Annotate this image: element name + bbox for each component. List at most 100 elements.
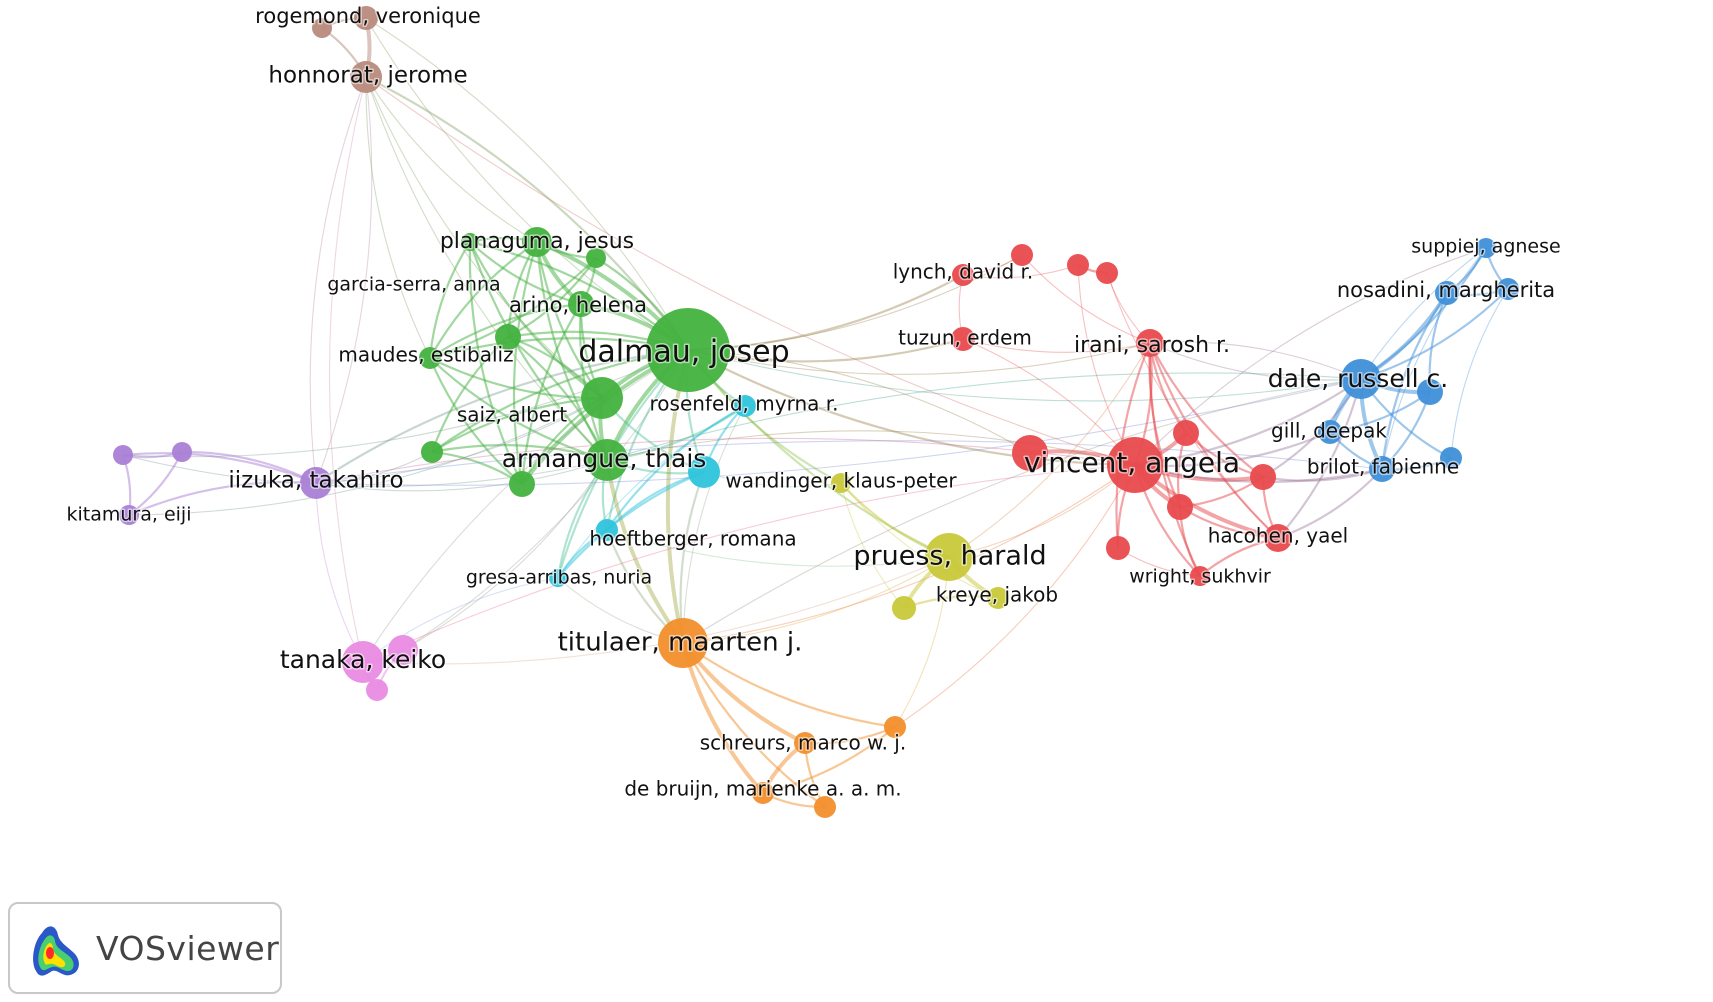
node-dale[interactable]: [1341, 359, 1381, 399]
node-hoeftberger[interactable]: [596, 519, 618, 541]
node-g_c[interactable]: [509, 471, 535, 497]
node-label-gill[interactable]: gill, deepak: [1270, 417, 1389, 444]
node-r_d[interactable]: [1012, 435, 1048, 471]
node-r_e[interactable]: [1173, 420, 1199, 446]
node-label-honnorat[interactable]: honnorat, jerome: [267, 61, 469, 90]
node-wandinger[interactable]: [831, 473, 851, 493]
node-label-kreye[interactable]: kreye, jakob: [934, 581, 1059, 608]
node-brilot[interactable]: [1369, 456, 1395, 482]
node-r_c[interactable]: [1096, 262, 1118, 284]
node-r_h[interactable]: [1106, 536, 1130, 560]
node-label-vincent[interactable]: vincent, angela: [1022, 445, 1241, 481]
node-label-gresa[interactable]: gresa-arribas, nuria: [464, 565, 653, 590]
node-saiz[interactable]: [581, 377, 623, 419]
node-r_a[interactable]: [1011, 244, 1033, 266]
node-suppiej[interactable]: [1476, 238, 1496, 258]
node-label-kitamura[interactable]: kitamura, eiji: [65, 502, 193, 527]
node-label-lynch[interactable]: lynch, david r.: [891, 258, 1035, 285]
node-gresa[interactable]: [549, 569, 567, 587]
node-kitamura[interactable]: [119, 505, 139, 525]
link-debruijn-o_b: [762, 726, 896, 795]
node-g_d[interactable]: [421, 441, 443, 463]
node-schreurs[interactable]: [794, 732, 816, 754]
node-vincent[interactable]: [1107, 437, 1163, 493]
node-maudes[interactable]: [419, 347, 441, 369]
node-b_a[interactable]: [312, 18, 332, 38]
node-label-debruijn[interactable]: de bruijn, marienke a. a. m.: [623, 775, 903, 802]
node-label-wandinger[interactable]: wandinger, klaus-peter: [724, 467, 959, 494]
node-nosadini[interactable]: [1435, 281, 1459, 305]
node-g_b[interactable]: [586, 248, 606, 268]
link-planaguma-maudes: [429, 241, 538, 359]
link-dalmau-tanaka: [362, 349, 689, 663]
node-arino[interactable]: [568, 291, 594, 317]
link-rosenfeld-hoeftberger: [606, 405, 746, 531]
link-arino-g_c: [520, 303, 582, 485]
node-label-rogemond[interactable]: rogemond, veronique: [254, 3, 483, 30]
node-r_b[interactable]: [1067, 254, 1089, 276]
node-o_a[interactable]: [814, 796, 836, 818]
link-wandinger-y_a: [840, 482, 905, 609]
node-label-nosadini[interactable]: nosadini, margherita: [1335, 277, 1556, 304]
node-label-wright[interactable]: wright, sukhvir: [1128, 564, 1273, 589]
node-kreye[interactable]: [987, 587, 1009, 609]
node-pruess[interactable]: [925, 533, 973, 581]
node-label-rosenfeld[interactable]: rosenfeld, myrna r.: [648, 390, 840, 417]
node-irani[interactable]: [1136, 329, 1164, 357]
node-titulaer[interactable]: [658, 618, 708, 668]
node-iizuka[interactable]: [300, 467, 332, 499]
node-rogemond[interactable]: [354, 6, 378, 30]
node-k_b[interactable]: [366, 679, 388, 701]
node-bl_a[interactable]: [1497, 278, 1519, 300]
node-label-tanaka[interactable]: tanaka, keiko: [278, 644, 447, 676]
link-hacohen-dale: [1277, 378, 1363, 539]
node-tuzun[interactable]: [951, 327, 975, 351]
node-y_a[interactable]: [892, 596, 916, 620]
node-label-dale[interactable]: dale, russell c.: [1266, 363, 1450, 395]
node-label-suppiej[interactable]: suppiej, agnese: [1410, 234, 1562, 259]
node-garcia[interactable]: [461, 233, 479, 251]
node-p_b[interactable]: [172, 442, 192, 462]
node-rosenfeld[interactable]: [734, 395, 756, 417]
node-label-hoeftberger[interactable]: hoeftberger, romana: [588, 525, 798, 552]
node-wright[interactable]: [1190, 566, 1210, 586]
node-p_a[interactable]: [113, 445, 133, 465]
node-label-dalmau[interactable]: dalmau, josep: [577, 333, 791, 371]
node-hacohen[interactable]: [1264, 524, 1292, 552]
node-label-armangue[interactable]: armangue, thais: [500, 443, 708, 475]
node-o_b[interactable]: [884, 716, 906, 738]
node-gill[interactable]: [1318, 420, 1342, 444]
node-debruijn[interactable]: [752, 782, 774, 804]
node-label-planaguma[interactable]: planaguma, jesus: [438, 228, 635, 256]
node-label-saiz[interactable]: saiz, albert: [455, 401, 568, 428]
link-iizuka-kitamura: [128, 480, 317, 517]
node-label-tuzun[interactable]: tuzun, erdem: [897, 324, 1034, 351]
node-label-brilot[interactable]: brilot, fabienne: [1305, 453, 1460, 480]
node-dalmau[interactable]: [646, 308, 730, 392]
link-titulaer-vincent: [682, 464, 1136, 644]
node-g_a[interactable]: [495, 324, 521, 350]
node-honnorat[interactable]: [350, 61, 382, 93]
link-garcia-saiz: [469, 241, 603, 399]
node-bl_b[interactable]: [1417, 379, 1443, 405]
node-label-maudes[interactable]: maudes, estibaliz: [337, 341, 515, 368]
node-lynch[interactable]: [952, 264, 974, 286]
node-tanaka[interactable]: [342, 641, 384, 683]
node-c_a[interactable]: [688, 456, 720, 488]
node-armangue[interactable]: [586, 439, 628, 481]
node-label-arino[interactable]: arino, helena: [507, 292, 648, 319]
node-label-titulaer[interactable]: titulaer, maarten j.: [556, 626, 804, 659]
node-label-schreurs[interactable]: schreurs, marco w. j.: [698, 729, 907, 756]
node-label-irani[interactable]: irani, sarosh r.: [1072, 332, 1231, 360]
node-label-pruess[interactable]: pruess, harald: [852, 539, 1048, 573]
node-r_g[interactable]: [1250, 464, 1276, 490]
node-label-garcia[interactable]: garcia-serra, anna: [326, 272, 502, 297]
node-label-iizuka[interactable]: iizuka, takahiro: [227, 466, 405, 495]
node-planaguma[interactable]: [522, 227, 552, 257]
link-k_a-dalmau: [402, 349, 689, 651]
node-r_f[interactable]: [1167, 494, 1193, 520]
node-bl_c[interactable]: [1440, 447, 1462, 469]
node-label-hacohen[interactable]: hacohen, yael: [1206, 522, 1350, 549]
node-k_a[interactable]: [388, 635, 418, 665]
